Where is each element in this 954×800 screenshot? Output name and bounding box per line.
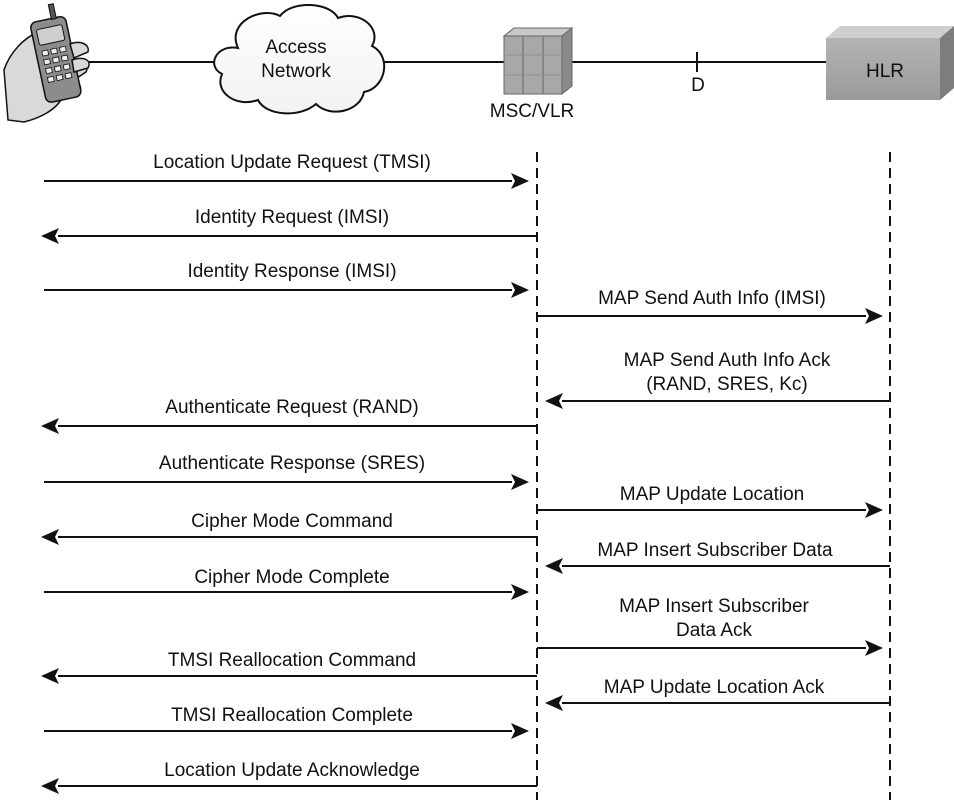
- access-network-label-line1: Access: [265, 37, 326, 58]
- arrowhead: [41, 668, 59, 684]
- message-map-send-auth-info-ack: MAP Send Auth Info Ack (RAND, SRES, Kc): [545, 350, 890, 409]
- access-network-cloud: Access Network: [213, 3, 386, 115]
- arrowhead: [511, 723, 529, 739]
- arrowhead: [545, 393, 563, 409]
- arrowhead: [545, 558, 563, 574]
- message-label: Authenticate Response (SRES): [159, 453, 425, 474]
- message-tmsi-reallocation-complete: TMSI Reallocation Complete: [44, 705, 529, 739]
- message-label: MAP Insert Subscriber: [619, 596, 809, 617]
- message-label: MAP Insert Subscriber Data: [597, 540, 833, 561]
- d-interface-label: D: [691, 75, 705, 96]
- message-label: MAP Send Auth Info (IMSI): [598, 288, 826, 309]
- message-label: MAP Update Location: [620, 484, 805, 505]
- message-label: Location Update Acknowledge: [164, 760, 420, 781]
- message-label-line2: Data Ack: [676, 620, 753, 641]
- arrowhead: [41, 778, 59, 794]
- message-label: TMSI Reallocation Complete: [171, 705, 413, 726]
- arrowhead: [511, 584, 529, 600]
- message-map-update-location: MAP Update Location: [537, 484, 883, 518]
- message-label: TMSI Reallocation Command: [168, 650, 416, 671]
- message-label: Cipher Mode Complete: [194, 567, 389, 588]
- arrowhead: [865, 640, 883, 656]
- arrowhead: [41, 228, 59, 244]
- mobile-phone-icon: [3, 3, 90, 123]
- message-tmsi-reallocation-command: TMSI Reallocation Command: [41, 650, 537, 684]
- arrowhead: [41, 418, 59, 434]
- hlr-label: HLR: [866, 61, 904, 82]
- arrowhead: [511, 282, 529, 298]
- message-cipher-mode-command: Cipher Mode Command: [41, 511, 537, 545]
- message-label-line2: (RAND, SRES, Kc): [646, 374, 808, 395]
- message-label: Identity Request (IMSI): [195, 207, 389, 228]
- message-label: Identity Response (IMSI): [187, 261, 396, 282]
- message-authenticate-request: Authenticate Request (RAND): [41, 397, 537, 434]
- msc-vlr-server-icon: [502, 26, 574, 96]
- arrowhead: [511, 173, 529, 189]
- message-map-send-auth-info: MAP Send Auth Info (IMSI): [537, 288, 883, 324]
- message-identity-request: Identity Request (IMSI): [41, 207, 537, 244]
- message-label: Authenticate Request (RAND): [165, 397, 418, 418]
- arrowhead: [545, 695, 563, 711]
- network-topology: Access Network MSC/VLR D HLR: [3, 3, 954, 123]
- arrowhead: [865, 502, 883, 518]
- message-identity-response: Identity Response (IMSI): [44, 261, 529, 298]
- access-network-label-line2: Network: [261, 61, 331, 82]
- message-location-update-acknowledge: Location Update Acknowledge: [41, 760, 537, 794]
- message-cipher-mode-complete: Cipher Mode Complete: [44, 567, 529, 600]
- msc-vlr-label: MSC/VLR: [490, 101, 574, 122]
- hlr-box-icon: [826, 26, 954, 100]
- message-map-update-location-ack: MAP Update Location Ack: [545, 677, 890, 711]
- message-label: MAP Update Location Ack: [604, 677, 825, 698]
- message-label: Cipher Mode Command: [191, 511, 393, 532]
- message-authenticate-response: Authenticate Response (SRES): [44, 453, 529, 490]
- arrowhead: [865, 308, 883, 324]
- message-label: MAP Send Auth Info Ack: [624, 350, 831, 371]
- message-label: Location Update Request (TMSI): [153, 152, 431, 173]
- arrowhead: [41, 529, 59, 545]
- arrowhead: [511, 474, 529, 490]
- message-map-insert-subscriber-data-ack: MAP Insert Subscriber Data Ack: [537, 596, 883, 656]
- message-map-insert-subscriber-data: MAP Insert Subscriber Data: [545, 540, 890, 574]
- message-location-update-request: Location Update Request (TMSI): [44, 152, 529, 189]
